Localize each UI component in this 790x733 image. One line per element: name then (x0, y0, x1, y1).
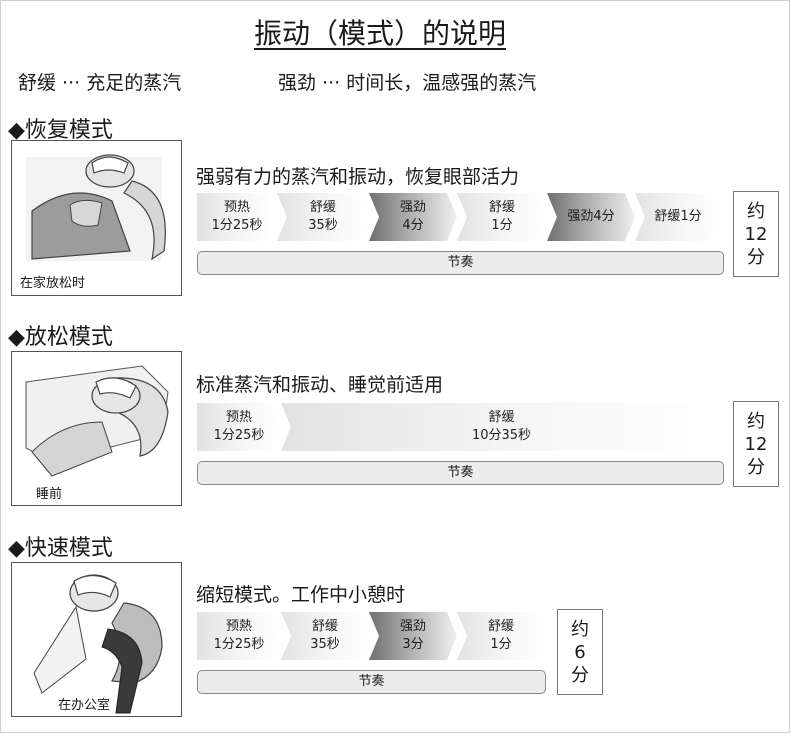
segment-preheat: 预熱 1分25秒 (197, 612, 281, 660)
total-value: 12 (744, 433, 768, 455)
total-unit: 分 (747, 456, 765, 478)
segment-strong: 强劲 4分 (369, 193, 457, 241)
segment-label: 预热 (225, 410, 252, 425)
segment-time: 4分 (402, 218, 424, 233)
mode-description: 标准蒸汽和振动、睡觉前适用 (196, 374, 444, 396)
image-caption: 在办公室 (58, 698, 111, 713)
person-seated-icon (33, 574, 163, 714)
segment-strong: 强劲4分 (547, 193, 635, 241)
segment-label: 舒缓1分 (654, 209, 702, 224)
illustration-recovery: 在家放松时 (11, 140, 182, 296)
total-unit: 分 (571, 664, 589, 686)
total-value: 12 (744, 223, 768, 245)
segment-time: 35秒 (308, 218, 338, 233)
segment-strong: 强劲 3分 (369, 612, 457, 660)
person-sleeping-icon (25, 365, 169, 477)
legend-soothe: 舒缓 ··· 充足的蒸汽 (18, 72, 182, 94)
segment-soothe: 舒缓 1分 (457, 193, 547, 241)
mode-heading-recovery: ◆恢复模式 (8, 118, 113, 143)
illustration-quick: 在办公室 (11, 562, 182, 717)
segment-time: 1分25秒 (211, 218, 263, 233)
segment-preheat: 预热 1分25秒 (197, 193, 277, 241)
image-caption: 在家放松时 (20, 276, 86, 291)
segment-soothe: 舒缓 10分35秒 (281, 403, 722, 451)
segment-label: 舒缓 (487, 619, 514, 634)
segment-label: 强劲 (399, 619, 426, 634)
total-value: 6 (574, 641, 586, 663)
total-prefix: 约 (747, 200, 765, 222)
segment-label: 舒缓 (488, 200, 515, 215)
segment-time: 1分 (490, 637, 512, 652)
legend-strong: 强劲 ··· 时间长，温感强的蒸汽 (278, 72, 537, 94)
illustration-relax: 睡前 (11, 351, 182, 506)
segment-soothe: 舒缓 1分 (457, 612, 545, 660)
person-reclining-icon (26, 154, 166, 261)
mode-description: 强弱有力的蒸汽和振动，恢复眼部活力 (196, 166, 520, 188)
segment-time: 10分35秒 (471, 428, 532, 443)
segment-time: 1分 (491, 218, 513, 233)
segment-time: 1分25秒 (213, 428, 265, 443)
segment-soothe: 舒缓1分 (635, 193, 721, 241)
total-time-box: 约 6 分 (557, 609, 603, 695)
total-unit: 分 (747, 246, 765, 268)
rhythm-bar: 节奏 (197, 251, 724, 275)
segment-label: 强劲 (399, 200, 426, 215)
total-time-box: 约 12 分 (733, 191, 779, 277)
segment-label: 舒缓 (311, 619, 338, 634)
segment-time: 3分 (402, 637, 424, 652)
segment-soothe: 舒缓 35秒 (281, 612, 369, 660)
segment-label: 预熱 (225, 619, 252, 634)
rhythm-bar: 节奏 (197, 670, 546, 694)
segment-time: 1分25秒 (213, 637, 265, 652)
segment-soothe: 舒缓 35秒 (277, 193, 369, 241)
segment-label: 强劲4分 (567, 209, 615, 224)
mode-heading-relax: ◆放松模式 (8, 325, 113, 350)
image-caption: 睡前 (36, 487, 63, 502)
segment-label: 预热 (223, 200, 250, 215)
page-title: 振动（模式）的说明 (253, 17, 506, 50)
total-prefix: 约 (571, 618, 589, 640)
segment-time: 35秒 (310, 637, 340, 652)
total-time-box: 约 12 分 (733, 401, 779, 487)
mode-description: 缩短模式。工作中小憩时 (196, 584, 406, 606)
segment-label: 舒缓 (309, 200, 336, 215)
total-prefix: 约 (747, 410, 765, 432)
mode-heading-quick: ◆快速模式 (8, 536, 113, 561)
rhythm-bar: 节奏 (197, 461, 724, 485)
segment-label: 舒缓 (488, 410, 515, 425)
segment-preheat: 预热 1分25秒 (197, 403, 281, 451)
